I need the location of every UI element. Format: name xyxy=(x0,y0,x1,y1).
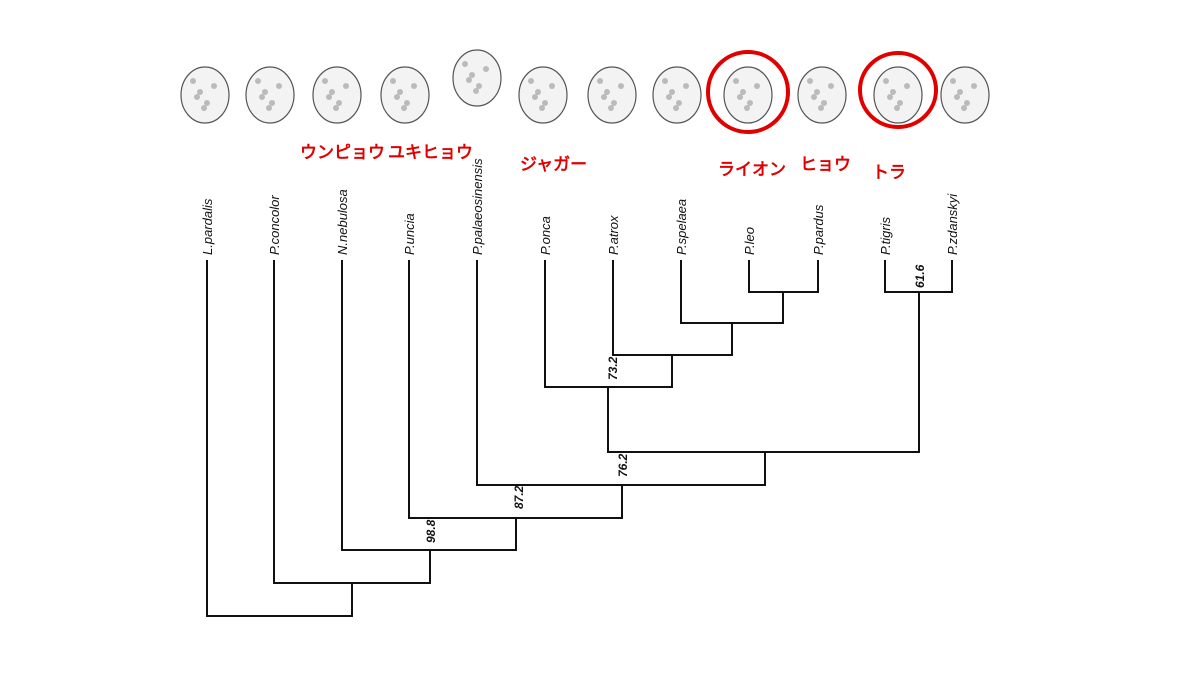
cat-head-8-icon xyxy=(652,66,702,124)
bootstrap-value: 73.2 xyxy=(606,356,620,380)
branch-panthera-core xyxy=(607,292,920,453)
cat-head-12-icon xyxy=(940,66,990,124)
branch-root xyxy=(206,260,353,617)
annotation-leo: ライオン xyxy=(718,160,786,179)
cat-head-3-icon xyxy=(312,66,362,124)
annotation-uncia: ユキヒョウ xyxy=(388,143,473,162)
annotation-onca: ジャガー xyxy=(520,155,587,174)
annotation-tigris: トラ xyxy=(872,163,906,182)
tiger-highlight-circle xyxy=(858,51,938,129)
bootstrap-value: 61.6 xyxy=(913,264,927,288)
annotation-nebulosa: ウンピョウ xyxy=(300,143,385,162)
cat-head-2-icon xyxy=(245,66,295,124)
branch-nebulosa xyxy=(341,260,517,551)
leaf-label: P.leo xyxy=(742,227,757,255)
leaf-label: P.atrox xyxy=(606,215,621,255)
cat-head-6-icon xyxy=(518,66,568,124)
cat-head-7-icon xyxy=(587,66,637,124)
annotation-pardus: ヒョウ xyxy=(800,155,851,174)
tiger-head-icon xyxy=(873,66,923,124)
branch-uncia xyxy=(408,260,623,519)
leaf-labels: L.pardalis P.concolor N.nebulosa P.uncia P.p… xyxy=(200,158,960,255)
leaf-label: P.pardus xyxy=(811,204,826,255)
bootstrap-value: 87.2 xyxy=(512,485,526,509)
leopard-head-icon xyxy=(797,66,847,124)
leaf-label: P.spelaea xyxy=(674,199,689,255)
leaf-label: P.concolor xyxy=(267,195,282,255)
lion-highlight-circle xyxy=(706,50,790,134)
lion-head-icon xyxy=(723,66,773,124)
bootstrap-value: 76.2 xyxy=(616,453,630,477)
leaf-label: P.palaeosinensis xyxy=(470,158,485,255)
leaf-label: P.uncia xyxy=(402,213,417,255)
leaf-label: P.onca xyxy=(538,216,553,255)
species-head-images xyxy=(180,49,990,124)
branch-atrox xyxy=(612,260,733,356)
branch-leo-pardus xyxy=(748,260,819,293)
leaf-label: L.pardalis xyxy=(200,198,215,255)
cat-head-1-icon xyxy=(180,66,230,124)
leaf-label: P.zdanskyi xyxy=(945,193,960,255)
bootstrap-value: 98.8 xyxy=(424,519,438,543)
leaf-label: P.tigris xyxy=(878,216,893,255)
cat-head-5-icon xyxy=(452,49,502,107)
branch-concolor xyxy=(273,260,431,584)
tree-branches xyxy=(206,260,953,617)
leaf-label: N.nebulosa xyxy=(335,189,350,255)
cat-head-4-icon xyxy=(380,66,430,124)
